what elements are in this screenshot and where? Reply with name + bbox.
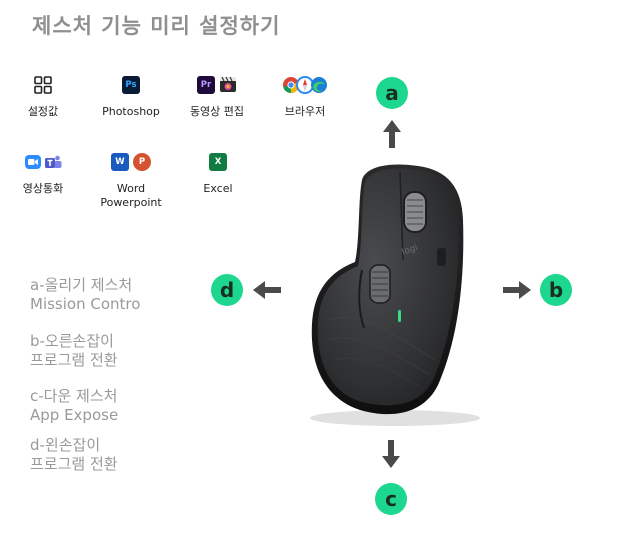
gesture-desc-d: d-왼손잡이 프로그램 전환	[30, 436, 118, 474]
direction-d-badge: d	[211, 274, 243, 306]
gesture-desc-c: c-다운 제스처 App Expose	[30, 387, 118, 425]
word-icon: W	[111, 153, 129, 171]
gesture-title: a-올리기 제스처	[30, 276, 133, 294]
powerpoint-icon: P	[133, 153, 151, 171]
app-label: 설정값	[27, 105, 59, 118]
gesture-desc-b: b-오른손잡이 프로그램 전환	[30, 332, 118, 370]
app-label: 영상통화	[22, 182, 64, 195]
app-excel[interactable]: X Excel	[170, 149, 266, 196]
page-title: 제스처 기능 미리 설정하기	[32, 14, 281, 38]
direction-c-badge: c	[375, 483, 407, 515]
app-label: Photoshop	[102, 105, 160, 118]
app-label-line: Powerpoint	[100, 196, 162, 209]
gesture-action: 프로그램 전환	[30, 351, 118, 369]
app-label: 브라우저	[284, 105, 326, 118]
grid-icon	[34, 76, 52, 94]
chrome-icon	[283, 77, 300, 94]
direction-b-badge: b	[540, 274, 572, 306]
arrow-left-icon	[253, 281, 281, 299]
gesture-desc-a: a-올리기 제스처 Mission Contro	[30, 276, 140, 314]
gesture-action: App Expose	[30, 406, 119, 424]
zoom-icon	[24, 155, 41, 169]
edge-icon	[311, 77, 327, 93]
gesture-title: d-왼손잡이	[30, 436, 101, 454]
teams-icon	[44, 155, 61, 168]
gesture-action: 프로그램 전환	[30, 455, 118, 473]
app-video-call[interactable]: 영상통화	[0, 149, 91, 196]
arrow-right-icon	[503, 281, 531, 299]
gesture-title: b-오른손잡이	[30, 332, 114, 350]
photoshop-icon: Ps	[122, 76, 140, 94]
arrow-up-icon	[383, 120, 401, 148]
app-label: Word Powerpoint	[83, 182, 179, 210]
gesture-action: Mission Contro	[30, 295, 141, 313]
app-photoshop[interactable]: Ps Photoshop	[83, 72, 179, 119]
premiere-pro-icon: Pr	[197, 76, 215, 94]
app-video-editing[interactable]: Pr 동영상 편집	[169, 72, 265, 119]
excel-icon: X	[209, 153, 227, 171]
arrow-down-icon	[382, 440, 400, 468]
app-label-line: Word	[116, 182, 146, 195]
final-cut-icon	[220, 76, 236, 92]
app-label: 동영상 편집	[189, 105, 245, 118]
app-word-powerpoint[interactable]: W P Word Powerpoint	[83, 149, 179, 210]
mouse-illustration: logi	[310, 164, 480, 426]
app-browser[interactable]: 브라우저	[257, 72, 353, 119]
gesture-title: c-다운 제스처	[30, 387, 118, 405]
app-settings[interactable]: 설정값	[0, 72, 91, 119]
app-label: Excel	[203, 182, 233, 195]
direction-a-badge: a	[376, 77, 408, 109]
